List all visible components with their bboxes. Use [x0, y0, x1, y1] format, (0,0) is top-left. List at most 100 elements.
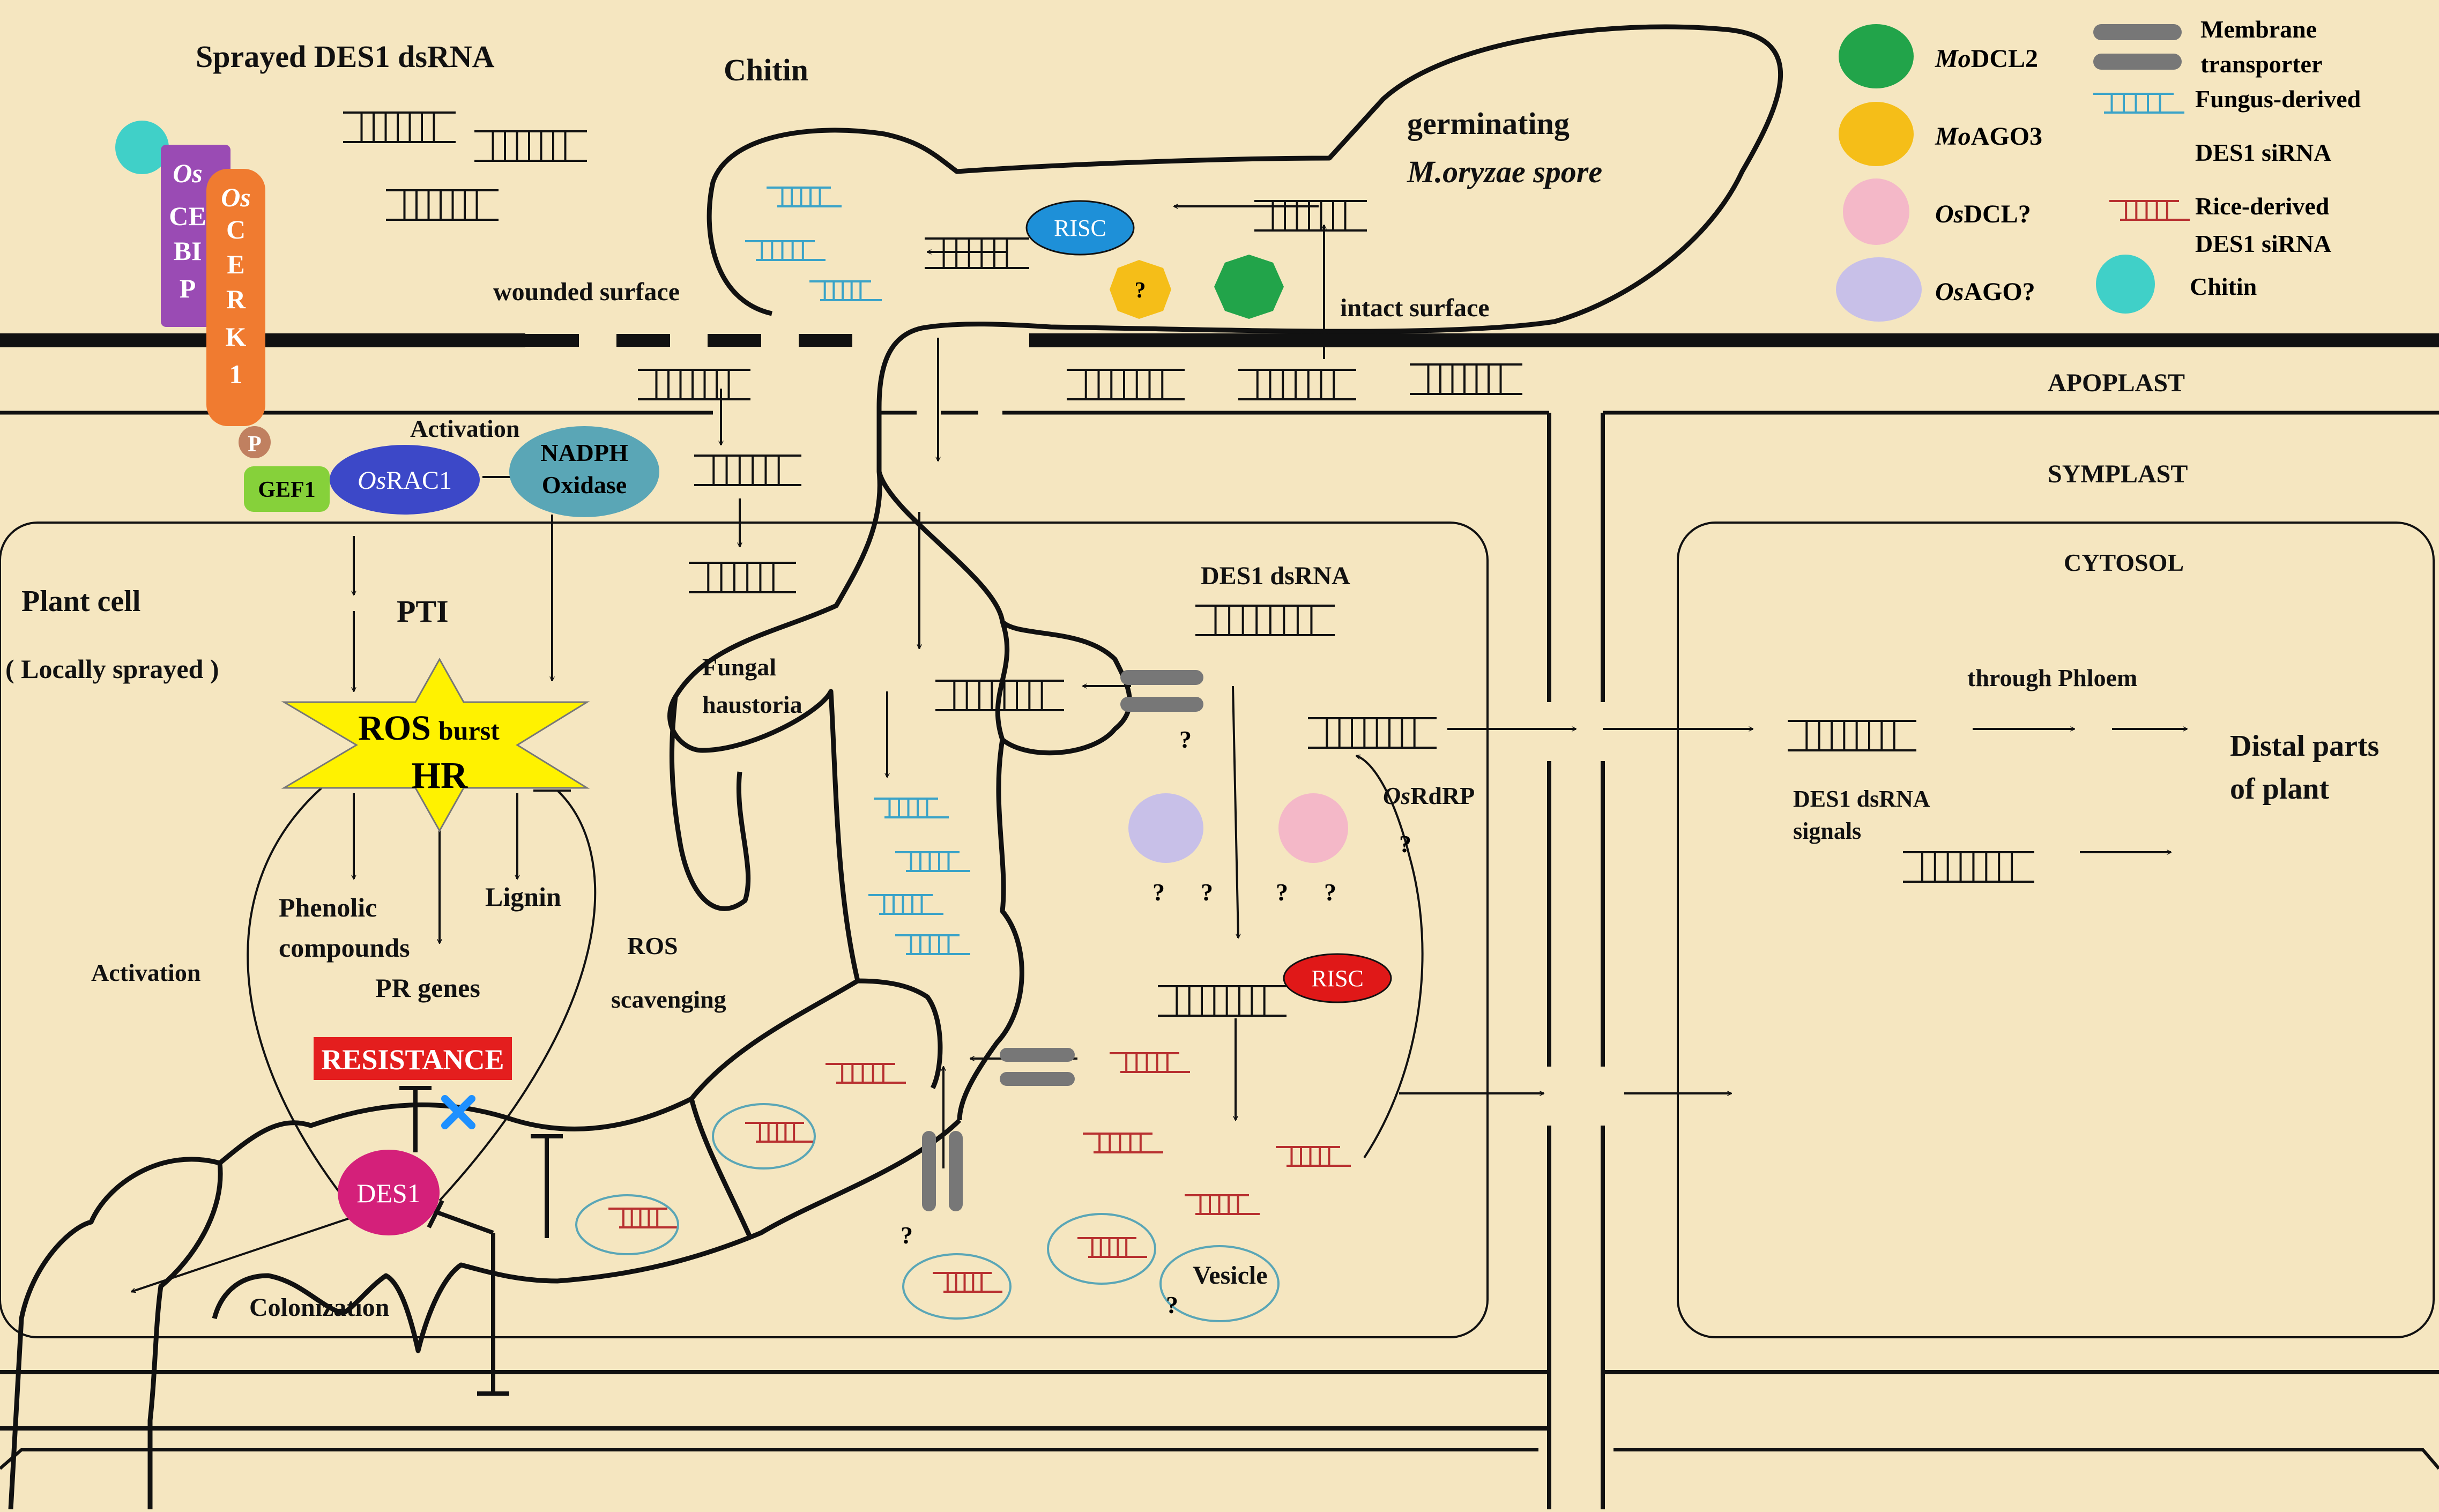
sirna-duplex [1276, 1146, 1351, 1167]
osago-circle [1128, 793, 1203, 863]
legend-transporter-icon [2093, 24, 2182, 40]
vesicle-circle [902, 1253, 1012, 1320]
gef1-box [244, 466, 330, 512]
sirna-duplex [933, 1272, 1002, 1293]
svg-text:P: P [180, 273, 196, 303]
osrac1-oval [330, 445, 480, 515]
sirna-duplex [745, 1122, 815, 1143]
moago3-question: ? [1135, 278, 1146, 303]
vesicle-circle [712, 1103, 816, 1170]
question-mark: ? [1324, 878, 1336, 906]
fungal-label: Fungal [702, 653, 776, 681]
sirna-duplex [1077, 1237, 1147, 1258]
dsrna-ladder [694, 455, 801, 486]
question-marks: ???????? [901, 726, 1411, 1319]
dsrna-layer [343, 111, 2034, 1017]
fungal-risc [1025, 200, 1135, 256]
inhibition-lines [399, 1086, 563, 1396]
legend-chitin-label: Chitin [2190, 273, 2257, 300]
compounds-label: compounds [279, 933, 410, 963]
question-mark: ? [1276, 878, 1288, 906]
dsrna-ladder [689, 562, 796, 593]
dsrna-ladder [1067, 369, 1185, 400]
sirna-duplex [2109, 200, 2190, 221]
membrane-transporters [922, 670, 1203, 1211]
pathway-arrows [131, 206, 2187, 1292]
legend-rice-sirna-icon [2109, 200, 2190, 221]
svg-text:K: K [226, 322, 247, 352]
svg-text:CE: CE [169, 201, 206, 231]
osrac1-label: OsRAC1 [358, 466, 452, 495]
osrdrp-label: OsRdRP [1383, 782, 1475, 809]
ros-burst-star [281, 657, 590, 833]
dsrna-ladder [386, 189, 499, 221]
spore-label: M.oryzae spore [1407, 154, 1602, 189]
dsrna-ladder [1410, 363, 1522, 395]
intact-surface-label: intact surface [1340, 294, 1490, 322]
rice-risc [1283, 953, 1392, 1003]
question-mark: ? [1179, 726, 1192, 753]
legend-osago-label: OsAGO? [1935, 278, 2035, 306]
phosphate-circle [239, 426, 271, 458]
haustoria-label: haustoria [702, 691, 802, 718]
germinating-label: germinating [1407, 106, 1570, 141]
colonization-label: Colonization [249, 1293, 389, 1322]
sirna-duplex [608, 1208, 678, 1228]
dsrna-ladder [1788, 720, 1916, 751]
cell-walls [0, 333, 2439, 1509]
sirna-duplex [767, 187, 842, 207]
phenolic-label: Phenolic [279, 892, 377, 922]
sirna-duplex [809, 280, 882, 301]
nadph-label: NADPH [540, 439, 628, 466]
lignin-label: Lignin [485, 882, 561, 912]
sirna-duplex [1185, 1194, 1260, 1215]
question-mark: ? [1166, 1291, 1178, 1319]
sirna-duplex [868, 894, 943, 915]
dsrna-ladder [343, 111, 456, 143]
des1-gene-label: DES1 [356, 1178, 420, 1208]
legend-modcl2-label: MoDCL2 [1935, 44, 2038, 73]
vesicle-circle [1159, 1245, 1280, 1322]
diagram-labels: Sprayed DES1 dsRNA Chitin germinating M.… [5, 39, 2379, 1322]
cytosol-label: CYTOSOL [2064, 549, 2184, 576]
question-mark: ? [1152, 878, 1165, 906]
ros-scavenging-label-1: ROS [627, 932, 678, 959]
through-phloem-label: through Phloem [1967, 664, 2137, 691]
dsrna-ladder [1903, 851, 2034, 883]
legend-fungus-label-2: DES1 siRNA [2195, 139, 2331, 166]
cebip-label: Os CE BI P [169, 158, 206, 303]
sprayed-dsrna-label: Sprayed DES1 dsRNA [196, 39, 495, 74]
sirna-duplex [895, 934, 970, 955]
vesicle-circle [1047, 1213, 1156, 1285]
legend-membrane-label: Membrane [2200, 16, 2317, 43]
question-mark: ? [901, 1221, 913, 1249]
question-mark: ? [1201, 878, 1213, 906]
dsrna-ladder [925, 237, 1029, 269]
sirna-duplex [1110, 1052, 1190, 1073]
dsrna-signals-label-1: DES1 dsRNA [1793, 786, 1930, 812]
oscerk1-receptor [206, 169, 265, 426]
dsrna-ladder [474, 130, 587, 162]
osdcl-circle [1278, 793, 1348, 863]
cerk1-label: Os C E R K 1 [221, 182, 251, 389]
legend-modcl2-icon [1839, 24, 1914, 88]
sirna-duplex [826, 1063, 906, 1084]
dsrna-ladder [1254, 200, 1367, 232]
phosphate-label: P [248, 432, 262, 457]
svg-text:BI: BI [174, 236, 202, 266]
moago3-octagon [1110, 260, 1171, 319]
dsrna-ladder [1195, 605, 1335, 636]
question-mark: ? [1399, 830, 1411, 858]
cytosol-dsrna-label: DES1 dsRNA [1201, 562, 1350, 590]
svg-text:Os: Os [173, 158, 203, 188]
dsrna-ladder [638, 369, 750, 400]
of-plant-label: of plant [2230, 772, 2329, 806]
legend-fungus-label: Fungus-derived [2195, 85, 2361, 113]
fungal-hypha-outline [8, 24, 1783, 1510]
sirna-duplex [895, 851, 970, 872]
vesicle-layer [575, 1103, 1280, 1322]
dsrna-ladder [1308, 717, 1437, 749]
locally-sprayed-label: ( Locally sprayed ) [5, 654, 219, 684]
